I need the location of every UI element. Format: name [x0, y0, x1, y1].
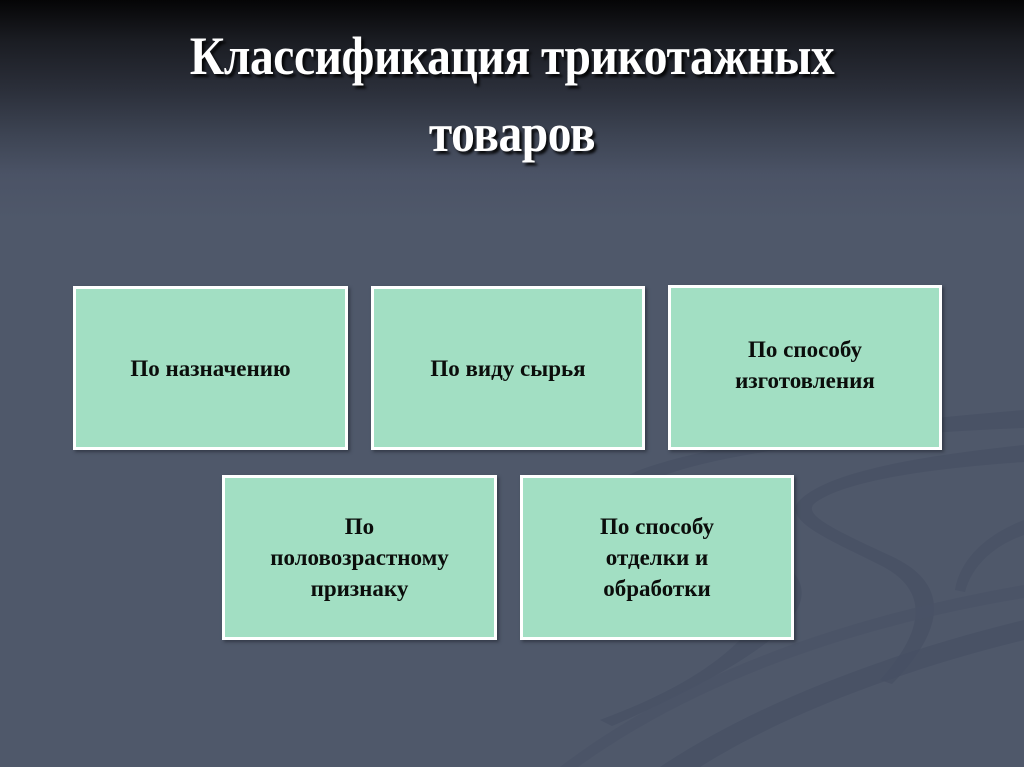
category-label: По виду сырья — [430, 355, 586, 381]
category-box-by-purpose: По назначению — [73, 286, 348, 450]
slide-title-line-1: Классификация трикотажных — [189, 26, 835, 86]
category-box-by-finishing-processing: По способу отделки и обработки — [520, 475, 794, 640]
category-label: По назначению — [130, 355, 291, 381]
category-label: По способу изготовления — [735, 336, 875, 393]
category-box-by-gender-age: По половозрастному признаку — [222, 475, 497, 640]
category-label: По половозрастному признаку — [270, 514, 449, 601]
category-label: По способу отделки и обработки — [600, 514, 714, 601]
category-box-by-manufacturing-method: По способу изготовления — [668, 285, 942, 450]
category-box-by-raw-material: По виду сырья — [371, 286, 645, 450]
slide-title: Классификация трикотажных товаров — [61, 18, 962, 172]
slide-title-line-2: товаров — [428, 103, 596, 163]
